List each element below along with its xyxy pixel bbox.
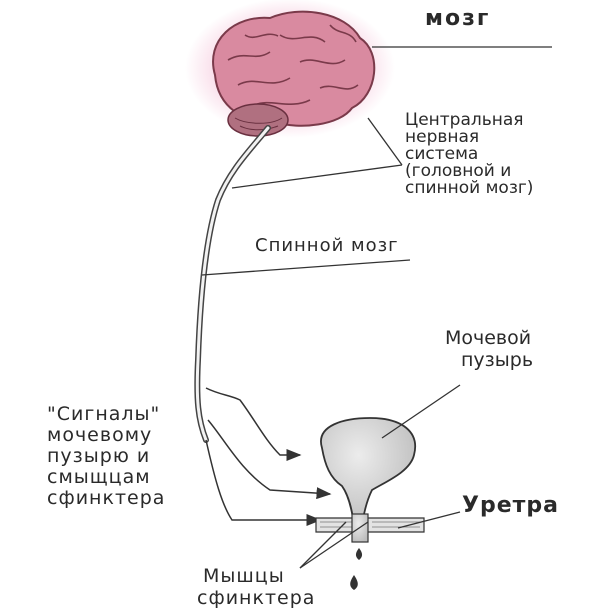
bladder-label-line: Мочевой xyxy=(445,327,532,349)
cns-label-line: спинной мозг) xyxy=(405,178,534,198)
cns-label-line: Центральная xyxy=(405,110,524,130)
urethra-label: Уретра xyxy=(462,493,559,518)
sphincter-label: Мышцы сфинктера xyxy=(197,565,315,609)
cns-label-line: система xyxy=(405,144,479,164)
brain-illustration xyxy=(212,10,376,137)
bladder-leader xyxy=(381,384,461,439)
bladder-label: Мочевой пузырь xyxy=(445,327,533,371)
nerve-to-sphincter xyxy=(205,439,322,526)
drop-2 xyxy=(350,575,358,590)
cns-label-line: (головной и xyxy=(405,161,512,181)
sphincter-muscle xyxy=(315,513,425,543)
bladder-label-line: пузырь xyxy=(461,349,534,371)
cns-label: Центральная нервная система (головной и … xyxy=(405,112,533,197)
bladder-illustration xyxy=(320,417,417,526)
cns-label-line: нервная xyxy=(405,127,480,147)
sphincter-label-line: Мышцы xyxy=(203,565,285,587)
nerve-to-bladder-neck xyxy=(207,419,332,500)
signals-label-line: "Сигналы" xyxy=(47,403,161,425)
urethra-leader xyxy=(397,511,461,529)
nerve-to-bladder xyxy=(205,387,302,461)
cns-leader-2 xyxy=(231,164,403,189)
brain-label: мозг xyxy=(425,6,491,31)
sphincter-leader-2 xyxy=(299,521,369,569)
sphincter-label-line: сфинктера xyxy=(197,587,316,609)
cns-leader-1 xyxy=(367,117,403,166)
spinal-cord-label: Спинной мозг xyxy=(255,235,399,256)
drop-1 xyxy=(355,548,363,560)
signals-label-line: мочевому xyxy=(47,424,153,446)
signals-label-line: пузырю и xyxy=(47,445,151,467)
signals-label-line: сфинктера xyxy=(47,487,166,509)
signals-label: "Сигналы" мочевому пузырю и смыщцам сфин… xyxy=(47,404,165,509)
signals-label-line: смыщцам xyxy=(47,466,151,488)
spinal-cord-leader xyxy=(201,259,411,276)
sphincter-leader-1 xyxy=(299,521,347,569)
